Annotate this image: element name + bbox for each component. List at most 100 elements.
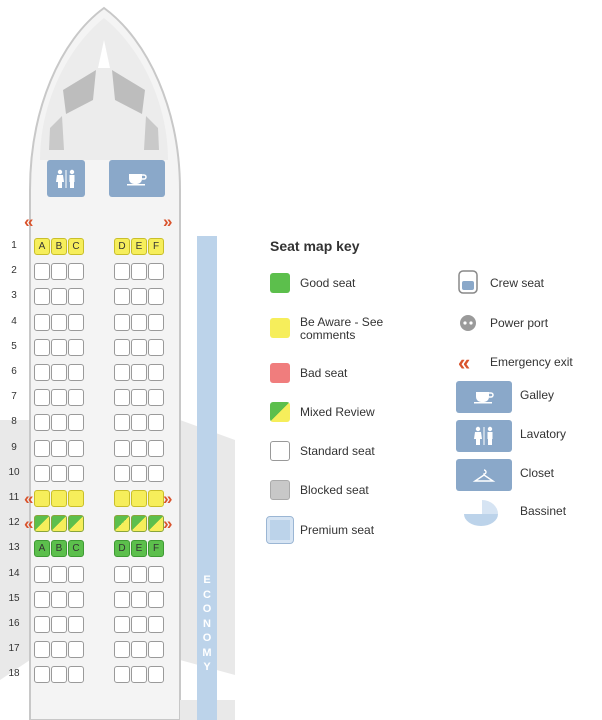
seat-8f[interactable]: [148, 414, 164, 431]
seat-17d[interactable]: [114, 641, 130, 658]
seat-14a[interactable]: [34, 566, 50, 583]
seat-7f[interactable]: [148, 389, 164, 406]
seat-13c[interactable]: C: [68, 540, 84, 557]
seat-18b[interactable]: [51, 666, 67, 683]
seat-11d[interactable]: [114, 490, 130, 507]
seat-10a[interactable]: [34, 465, 50, 482]
seat-1f[interactable]: F: [148, 238, 164, 255]
seat-10b[interactable]: [51, 465, 67, 482]
seat-7e[interactable]: [131, 389, 147, 406]
seat-15b[interactable]: [51, 591, 67, 608]
seat-10e[interactable]: [131, 465, 147, 482]
seat-4a[interactable]: [34, 314, 50, 331]
seat-17b[interactable]: [51, 641, 67, 658]
seat-9c[interactable]: [68, 440, 84, 457]
seat-11a[interactable]: [34, 490, 50, 507]
seat-3f[interactable]: [148, 288, 164, 305]
seat-18a[interactable]: [34, 666, 50, 683]
seat-8b[interactable]: [51, 414, 67, 431]
seat-5a[interactable]: [34, 339, 50, 356]
seat-13a[interactable]: A: [34, 540, 50, 557]
seat-16d[interactable]: [114, 616, 130, 633]
seat-5f[interactable]: [148, 339, 164, 356]
seat-14b[interactable]: [51, 566, 67, 583]
seat-11c[interactable]: [68, 490, 84, 507]
seat-4e[interactable]: [131, 314, 147, 331]
seat-14c[interactable]: [68, 566, 84, 583]
seat-8a[interactable]: [34, 414, 50, 431]
seat-2f[interactable]: [148, 263, 164, 280]
seat-6e[interactable]: [131, 364, 147, 381]
seat-5c[interactable]: [68, 339, 84, 356]
seat-14d[interactable]: [114, 566, 130, 583]
seat-1e[interactable]: E: [131, 238, 147, 255]
seat-16a[interactable]: [34, 616, 50, 633]
seat-13d[interactable]: D: [114, 540, 130, 557]
seat-7b[interactable]: [51, 389, 67, 406]
seat-17f[interactable]: [148, 641, 164, 658]
seat-18e[interactable]: [131, 666, 147, 683]
seat-9d[interactable]: [114, 440, 130, 457]
seat-8c[interactable]: [68, 414, 84, 431]
seat-2b[interactable]: [51, 263, 67, 280]
seat-3a[interactable]: [34, 288, 50, 305]
seat-4b[interactable]: [51, 314, 67, 331]
seat-15a[interactable]: [34, 591, 50, 608]
seat-2e[interactable]: [131, 263, 147, 280]
seat-11e[interactable]: [131, 490, 147, 507]
seat-16b[interactable]: [51, 616, 67, 633]
seat-16c[interactable]: [68, 616, 84, 633]
seat-11f[interactable]: [148, 490, 164, 507]
seat-10c[interactable]: [68, 465, 84, 482]
seat-1b[interactable]: B: [51, 238, 67, 255]
seat-16f[interactable]: [148, 616, 164, 633]
seat-12e[interactable]: [131, 515, 147, 532]
seat-12f[interactable]: [148, 515, 164, 532]
seat-17c[interactable]: [68, 641, 84, 658]
seat-4c[interactable]: [68, 314, 84, 331]
seat-1d[interactable]: D: [114, 238, 130, 255]
seat-18c[interactable]: [68, 666, 84, 683]
seat-4f[interactable]: [148, 314, 164, 331]
seat-12a[interactable]: [34, 515, 50, 532]
seat-17e[interactable]: [131, 641, 147, 658]
seat-9f[interactable]: [148, 440, 164, 457]
seat-6b[interactable]: [51, 364, 67, 381]
seat-7c[interactable]: [68, 389, 84, 406]
seat-5e[interactable]: [131, 339, 147, 356]
seat-6a[interactable]: [34, 364, 50, 381]
seat-5b[interactable]: [51, 339, 67, 356]
seat-9e[interactable]: [131, 440, 147, 457]
seat-7d[interactable]: [114, 389, 130, 406]
seat-3b[interactable]: [51, 288, 67, 305]
seat-13b[interactable]: B: [51, 540, 67, 557]
seat-3c[interactable]: [68, 288, 84, 305]
seat-17a[interactable]: [34, 641, 50, 658]
seat-15e[interactable]: [131, 591, 147, 608]
seat-3d[interactable]: [114, 288, 130, 305]
seat-7a[interactable]: [34, 389, 50, 406]
seat-6d[interactable]: [114, 364, 130, 381]
seat-6c[interactable]: [68, 364, 84, 381]
seat-15f[interactable]: [148, 591, 164, 608]
seat-6f[interactable]: [148, 364, 164, 381]
seat-8d[interactable]: [114, 414, 130, 431]
seat-18f[interactable]: [148, 666, 164, 683]
seat-14e[interactable]: [131, 566, 147, 583]
seat-1c[interactable]: C: [68, 238, 84, 255]
seat-5d[interactable]: [114, 339, 130, 356]
seat-2a[interactable]: [34, 263, 50, 280]
seat-15c[interactable]: [68, 591, 84, 608]
seat-15d[interactable]: [114, 591, 130, 608]
seat-13f[interactable]: F: [148, 540, 164, 557]
seat-9a[interactable]: [34, 440, 50, 457]
seat-18d[interactable]: [114, 666, 130, 683]
seat-2c[interactable]: [68, 263, 84, 280]
seat-9b[interactable]: [51, 440, 67, 457]
seat-3e[interactable]: [131, 288, 147, 305]
seat-8e[interactable]: [131, 414, 147, 431]
seat-12c[interactable]: [68, 515, 84, 532]
seat-16e[interactable]: [131, 616, 147, 633]
seat-2d[interactable]: [114, 263, 130, 280]
seat-10d[interactable]: [114, 465, 130, 482]
